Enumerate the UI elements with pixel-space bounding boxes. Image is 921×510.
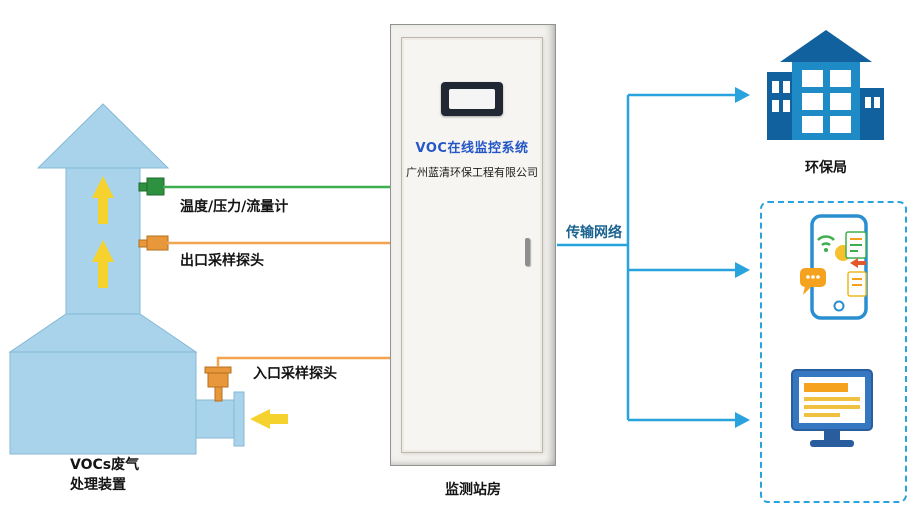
- up-arrow-icon: [92, 240, 114, 288]
- inlet-pipe-flange: [233, 391, 245, 447]
- building-icon: [767, 30, 884, 140]
- display-screen-glass: [449, 89, 495, 109]
- cabinet-door: VOC在线监控系统 广州蓝清环保工程有限公司: [401, 37, 543, 453]
- network-label: 传输网络: [566, 225, 622, 241]
- epa-label: 环保局: [805, 160, 847, 176]
- network-lines: [557, 87, 750, 428]
- arrowhead-icon: [735, 262, 750, 278]
- stack-label-line1: VOCs废气: [70, 457, 140, 473]
- flow-meter-label: 温度/压力/流量计: [180, 199, 289, 215]
- cabinet-company-name: 广州蓝清环保工程有限公司: [406, 166, 538, 179]
- arrowhead-icon: [735, 412, 750, 428]
- airflow-up-arrows: [92, 176, 114, 288]
- cabinet-system-title: VOC在线监控系统: [415, 141, 529, 156]
- flow-meter-sensor: [138, 177, 165, 196]
- stack-label-line2: 处理装置: [70, 477, 126, 494]
- inlet-pipe: [195, 399, 237, 439]
- cabinet-caption: 监测站房: [445, 482, 501, 498]
- stack-structure: [8, 103, 245, 455]
- stack-label: VOCs废气 处理装置: [70, 455, 139, 496]
- stack-roof: [36, 103, 170, 169]
- inlet-probe-line: [216, 356, 391, 367]
- stack-base: [9, 351, 197, 455]
- inlet-flow-left-arrow-icon: [250, 409, 288, 429]
- inlet-probe-label: 入口采样探头: [253, 366, 337, 382]
- monitor-icon: [791, 369, 873, 447]
- up-arrow-icon: [92, 176, 114, 224]
- outlet-sampling-probe: [138, 235, 169, 251]
- smartphone-icon: [800, 214, 868, 320]
- stack-flare: [8, 313, 198, 353]
- monitoring-cabinet: VOC在线监控系统 广州蓝清环保工程有限公司: [390, 24, 556, 466]
- arrowhead-icon: [735, 87, 750, 103]
- outlet-probe-label: 出口采样探头: [180, 253, 264, 269]
- receiver-group-box: [760, 201, 907, 503]
- door-handle: [525, 238, 530, 266]
- cabinet-display-screen: [441, 82, 503, 116]
- inlet-sampling-probe: [204, 366, 232, 402]
